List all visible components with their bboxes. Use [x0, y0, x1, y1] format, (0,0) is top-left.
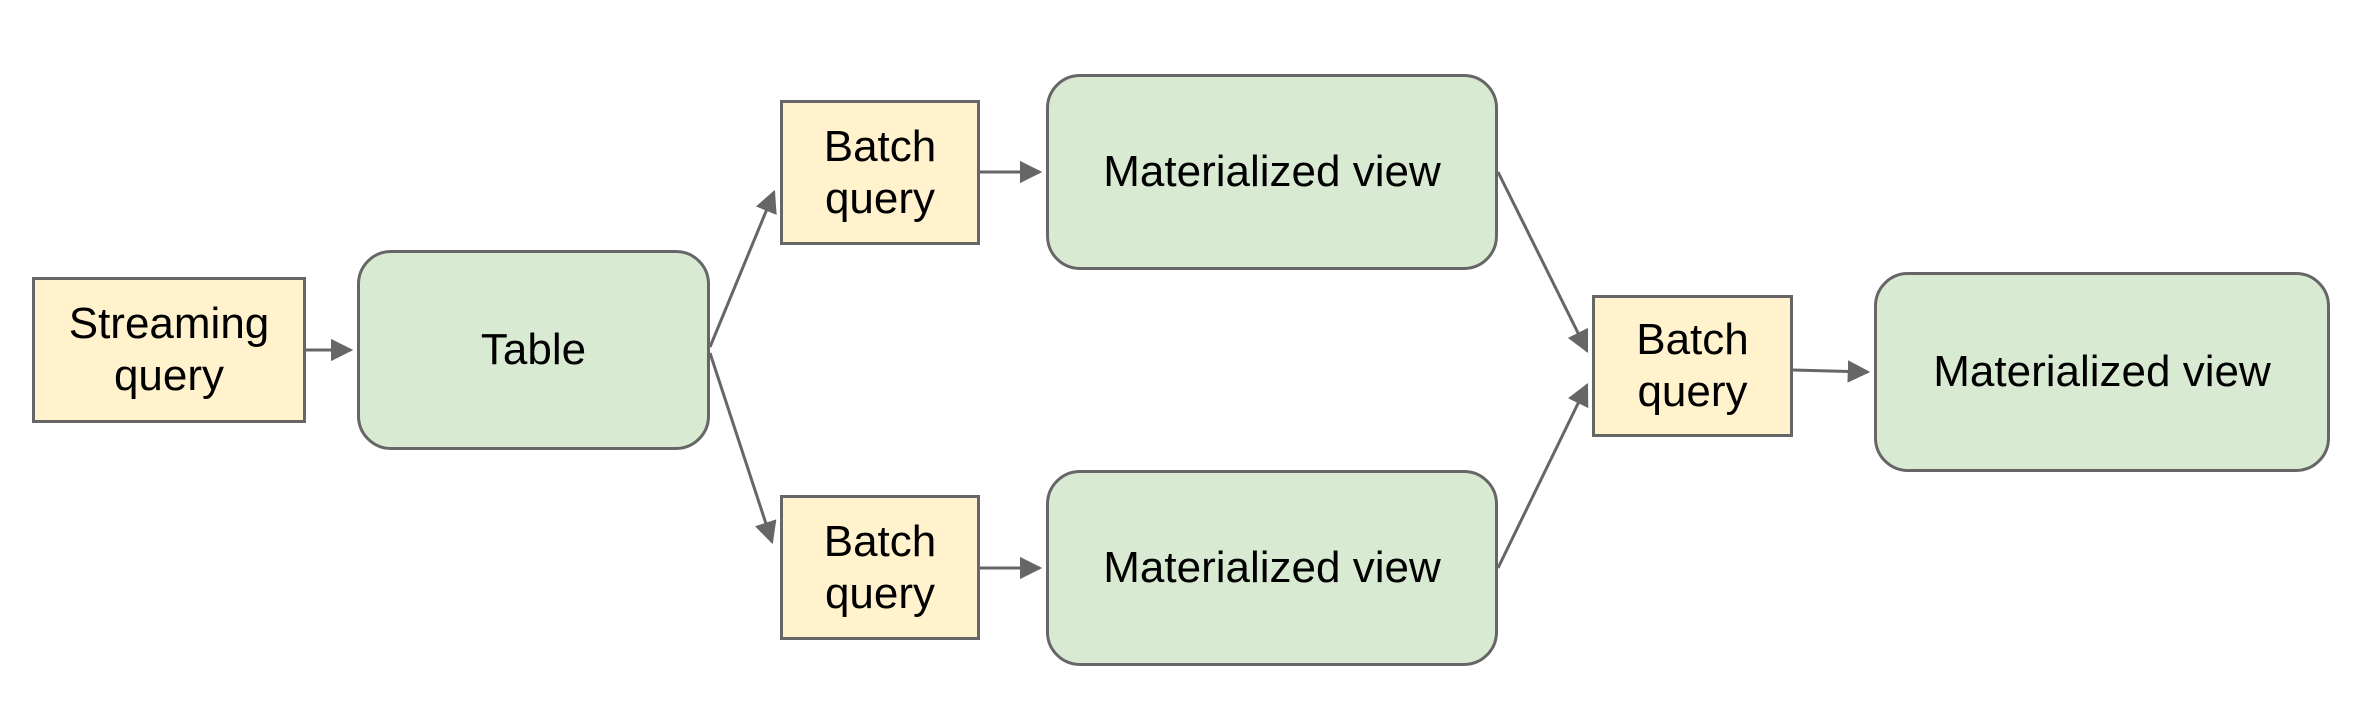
node-batch-query-top-label: Batch query	[823, 121, 937, 223]
node-batch-query-bottom-label: Batch query	[823, 516, 937, 618]
node-materialized-view-bottom: Materialized view	[1046, 470, 1498, 666]
edge-table-to-batch-query-bottom	[708, 352, 777, 545]
node-materialized-view-top: Materialized view	[1046, 74, 1498, 270]
edge-materialized-view-top-to-batch-query-merge	[1496, 171, 1589, 354]
edge-batch-query-merge-to-materialized-view-final	[1792, 360, 1871, 383]
node-streaming-query-label: Streaming query	[68, 299, 270, 400]
node-materialized-view-bottom-label: Materialized view	[1103, 543, 1441, 593]
node-batch-query-merge: Batch query	[1592, 295, 1793, 437]
edge-materialized-view-bottom-to-batch-query-merge	[1496, 382, 1589, 569]
node-batch-query-merge-label: Batch query	[1636, 315, 1749, 416]
node-materialized-view-final-label: Materialized view	[1933, 347, 2271, 397]
node-streaming-query: Streaming query	[32, 277, 306, 423]
node-table: Table	[357, 250, 710, 450]
node-batch-query-top: Batch query	[780, 100, 980, 245]
node-table-label: Table	[480, 325, 587, 375]
node-materialized-view-final: Materialized view	[1874, 272, 2330, 472]
node-materialized-view-top-label: Materialized view	[1103, 147, 1441, 197]
node-batch-query-bottom: Batch query	[780, 495, 980, 640]
edge-table-to-batch-query-top	[708, 189, 777, 348]
